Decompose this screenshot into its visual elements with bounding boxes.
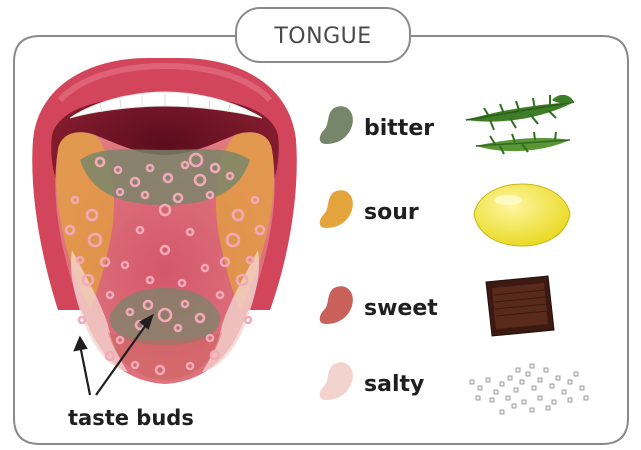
sour-swatch [320,190,353,228]
sweet-label: sweet [364,296,438,321]
legend-item-sweet: sweet [320,276,554,336]
tongue-illustration [32,58,297,395]
salty-swatch [320,362,353,400]
taste-legend: bitter sour [320,95,588,414]
bitter-label: bitter [364,116,434,141]
sour-label: sour [364,200,419,225]
chocolate-icon [486,276,554,336]
taste-buds-label: taste buds [68,406,194,430]
legend-item-sour: sour [320,184,570,246]
legend-item-salty: salty [320,362,588,414]
salty-label: salty [364,372,424,397]
bitter-swatch [320,106,353,144]
legend-item-bitter: bitter [320,95,574,154]
title-label: TONGUE [273,24,371,49]
sweet-swatch [320,286,353,324]
lemon-icon [474,184,570,246]
salt-icon [470,364,588,414]
leaf-icon [466,95,574,154]
